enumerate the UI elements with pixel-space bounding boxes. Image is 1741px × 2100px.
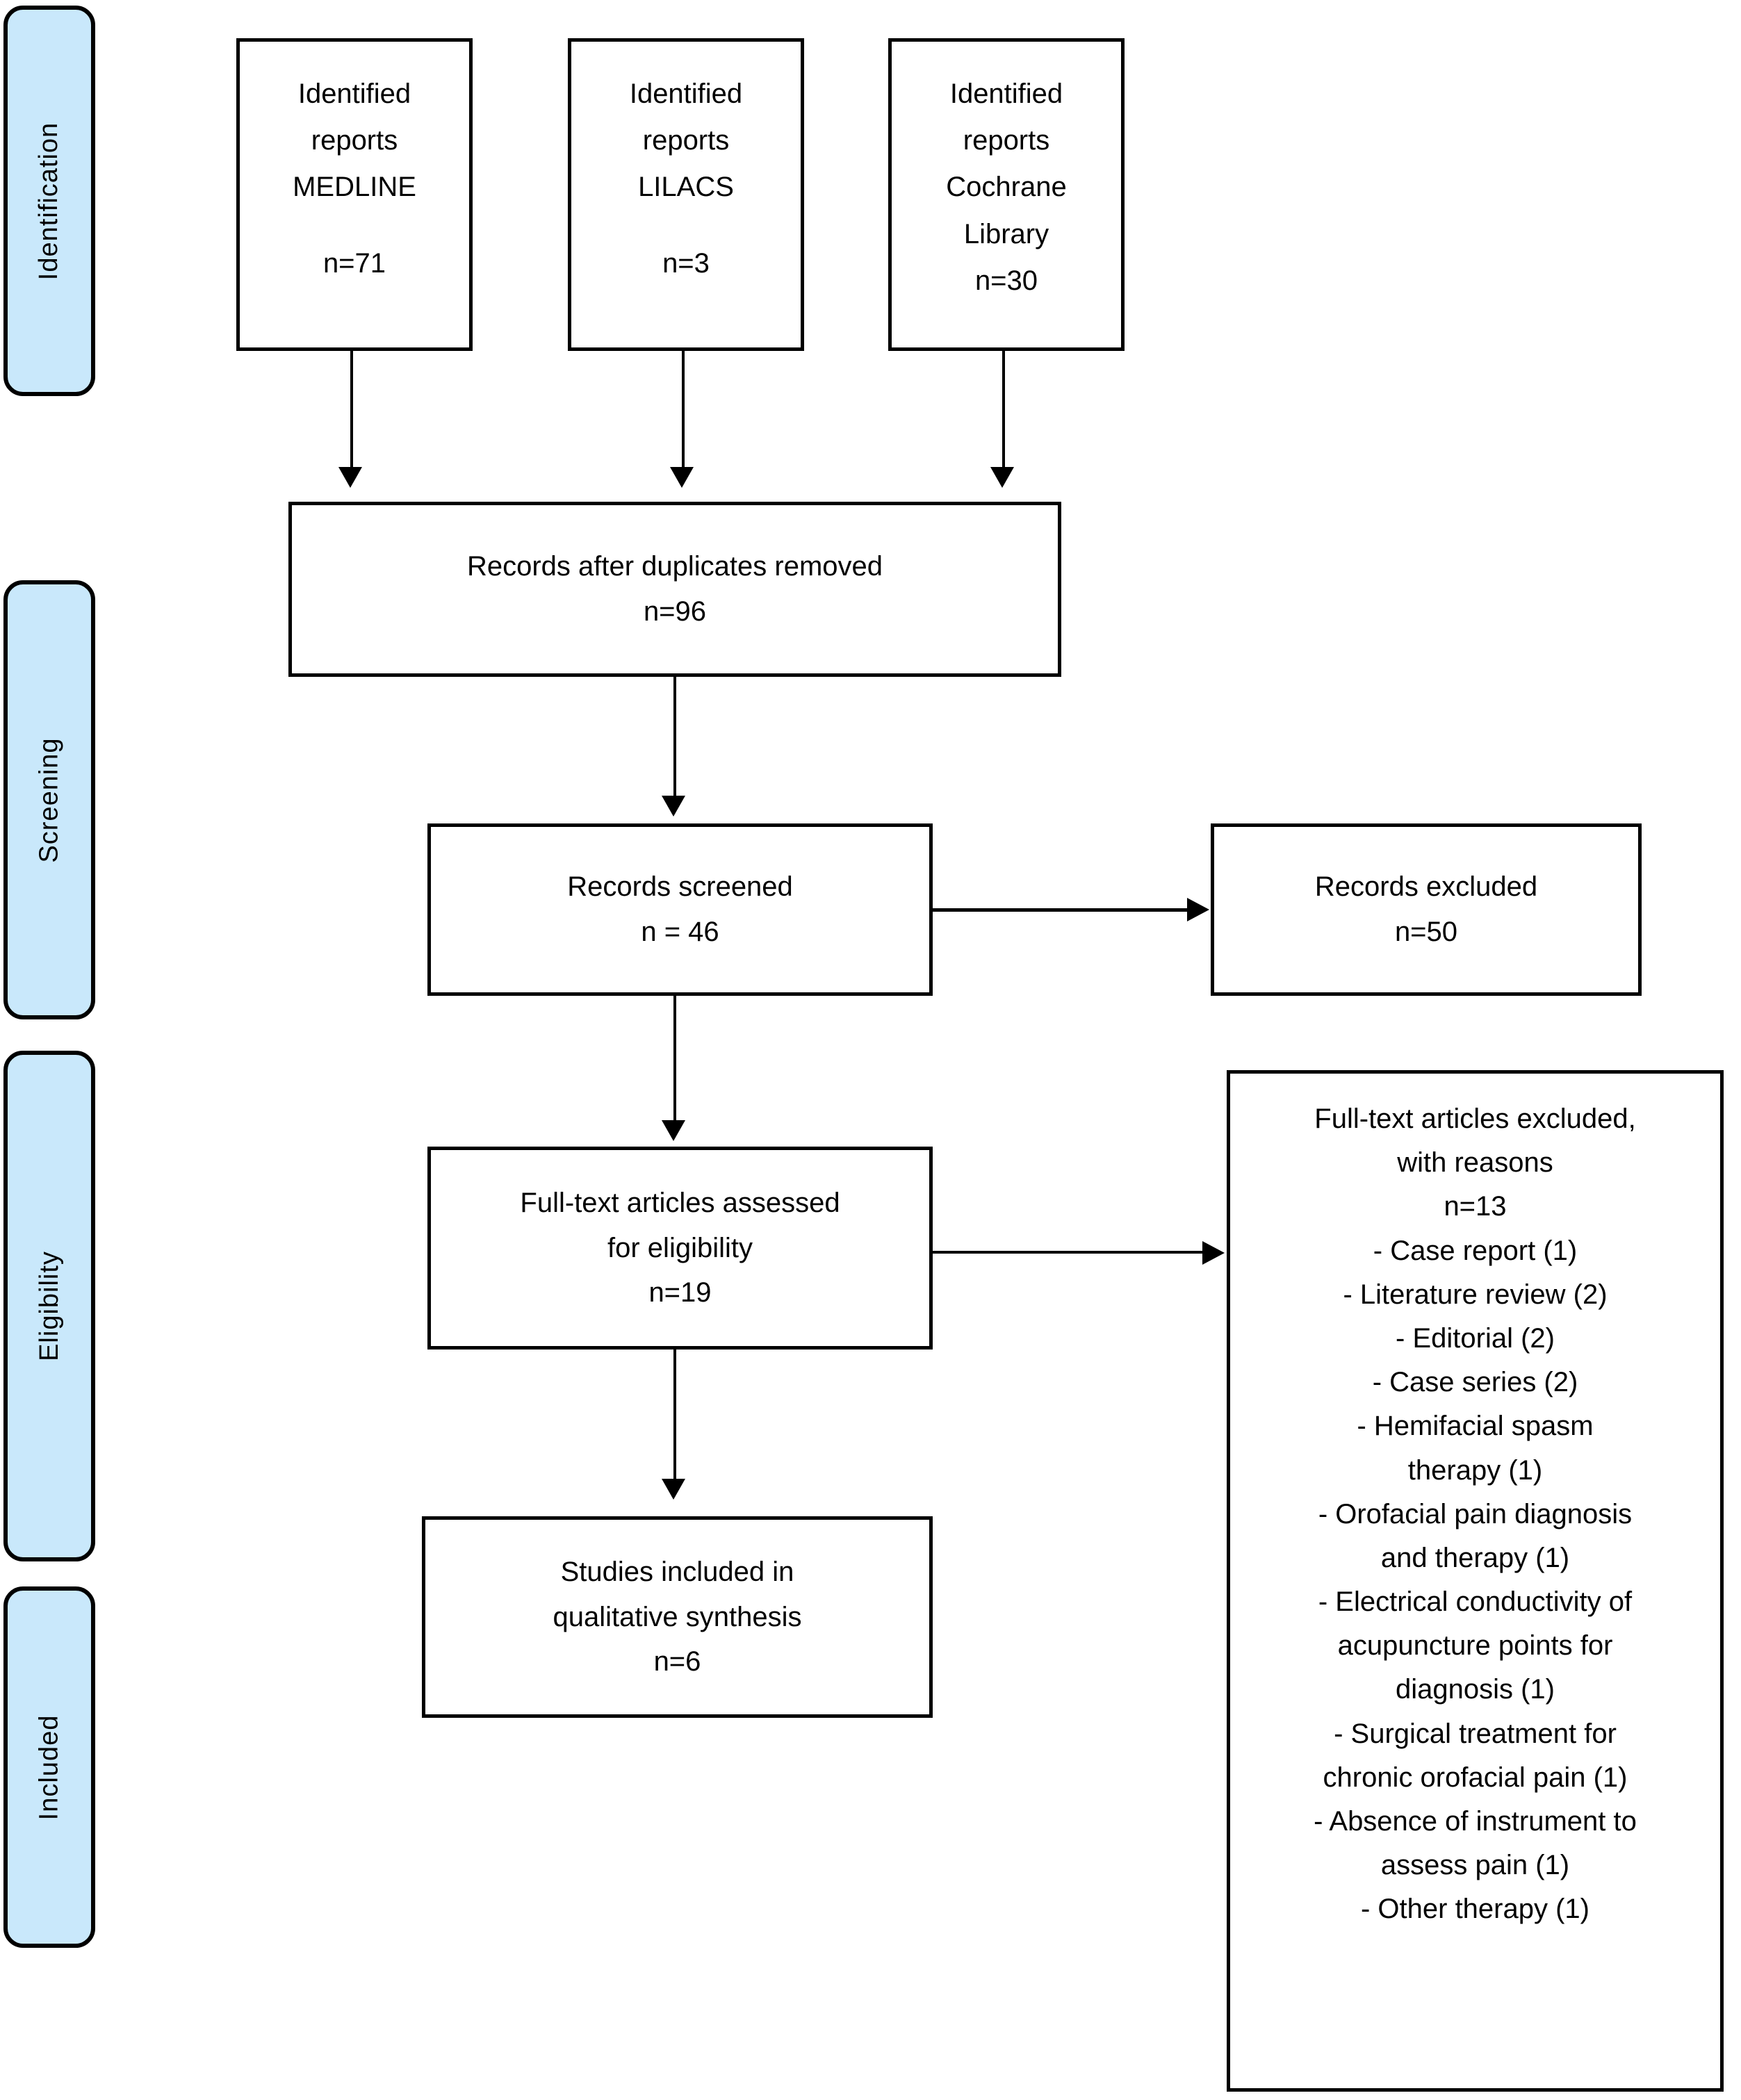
source-lilacs-line2: reports <box>642 125 730 156</box>
arrow-duplicates-to-screened <box>662 796 685 817</box>
records-excluded-title: Records excluded <box>1314 871 1538 903</box>
connector-assessed-to-excluded-reasons <box>933 1251 1204 1254</box>
fulltext-assessed-line2: for eligibility <box>607 1232 753 1263</box>
connector-assessed-to-included <box>673 1350 676 1482</box>
box-studies-included: Studies included in qualitative synthesi… <box>422 1516 933 1718</box>
source-cochrane-line1: Identified <box>949 79 1063 109</box>
source-medline-count: n=71 <box>322 247 386 279</box>
box-fulltext-assessed: Full-text articles assessed for eligibil… <box>427 1147 933 1350</box>
source-lilacs-count: n=3 <box>662 247 710 279</box>
source-box-lilacs: Identified reports LILACS n=3 <box>568 38 804 351</box>
exclusion-reason-item: diagnosis (1) <box>1395 1674 1555 1705</box>
arrow-assessed-to-excluded-reasons <box>1202 1241 1225 1265</box>
connector-lilacs-down <box>682 351 685 473</box>
exclusion-reason-item: - Case report (1) <box>1373 1235 1578 1266</box>
source-medline-line2: reports <box>311 125 398 156</box>
phase-pill-screening: Screening <box>3 580 95 1019</box>
box-fulltext-excluded-with-reasons: Full-text articles excluded, with reason… <box>1227 1070 1724 2092</box>
records-screened-count: n = 46 <box>641 917 719 947</box>
source-cochrane-line3: Cochrane <box>946 172 1067 203</box>
exclusion-reason-item: assess pain (1) <box>1380 1850 1570 1881</box>
source-lilacs-line1: Identified <box>629 79 743 109</box>
fulltext-assessed-line1: Full-text articles assessed <box>520 1187 840 1218</box>
phase-label-screening: Screening <box>34 737 64 863</box>
connector-screened-to-fulltext <box>673 996 676 1124</box>
studies-included-count: n=6 <box>653 1646 701 1677</box>
source-medline-line3: MEDLINE <box>293 172 416 203</box>
arrow-screened-to-excluded <box>1187 898 1209 921</box>
arrow-lilacs-down <box>670 467 694 488</box>
records-screened-title: Records screened <box>567 871 793 903</box>
box-records-after-duplicates: Records after duplicates removed n=96 <box>288 502 1061 677</box>
records-after-duplicates-count: n=96 <box>643 596 707 627</box>
fulltext-assessed-count: n=19 <box>648 1277 712 1309</box>
exclusion-reason-item: - Editorial (2) <box>1396 1322 1555 1354</box>
exclusion-reason-item: and therapy (1) <box>1380 1542 1570 1573</box>
connector-screened-to-excluded <box>933 908 1188 912</box>
connector-cochrane-down <box>1002 351 1005 473</box>
box-records-excluded: Records excluded n=50 <box>1211 823 1642 996</box>
source-cochrane-line2: reports <box>963 125 1050 156</box>
exclusion-reason-item: - Other therapy (1) <box>1360 1894 1589 1925</box>
phase-pill-identification: Identification <box>3 6 95 396</box>
phase-label-included: Included <box>34 1714 64 1820</box>
exclusion-reason-item: chronic orofacial pain (1) <box>1323 1762 1628 1793</box>
records-excluded-count: n=50 <box>1394 917 1458 947</box>
exclusion-reason-item: - Absence of instrument to <box>1314 1806 1637 1837</box>
fulltext-excluded-line2: with reasons <box>1397 1147 1553 1179</box>
exclusion-reason-item: - Surgical treatment for <box>1334 1718 1617 1749</box>
connector-duplicates-to-screened <box>673 677 676 801</box>
arrow-screened-to-fulltext <box>662 1120 685 1141</box>
connector-medline-down <box>350 351 353 473</box>
source-box-cochrane: Identified reports Cochrane Library n=30 <box>888 38 1125 351</box>
arrow-assessed-to-included <box>662 1479 685 1500</box>
studies-included-line2: qualitative synthesis <box>553 1601 802 1632</box>
phase-label-eligibility: Eligibility <box>34 1251 64 1361</box>
fulltext-excluded-count: n=13 <box>1444 1191 1507 1222</box>
phase-pill-eligibility: Eligibility <box>3 1051 95 1561</box>
exclusion-reason-item: acupuncture points for <box>1337 1630 1613 1662</box>
source-medline-line1: Identified <box>297 79 411 109</box>
source-box-medline: Identified reports MEDLINE n=71 <box>236 38 473 351</box>
phase-label-identification: Identification <box>34 122 64 280</box>
studies-included-line1: Studies included in <box>560 1556 794 1587</box>
arrow-medline-down <box>338 467 362 488</box>
exclusion-reason-item: - Orofacial pain diagnosis <box>1318 1498 1633 1529</box>
fulltext-excluded-line1: Full-text articles excluded, <box>1314 1104 1636 1134</box>
box-records-screened: Records screened n = 46 <box>427 823 933 996</box>
phase-pill-included: Included <box>3 1586 95 1948</box>
source-cochrane-count: n=30 <box>974 265 1038 296</box>
exclusion-reason-item: therapy (1) <box>1407 1454 1543 1486</box>
exclusion-reason-item: - Hemifacial spasm <box>1357 1411 1594 1442</box>
arrow-cochrane-down <box>990 467 1014 488</box>
exclusion-reason-item: - Literature review (2) <box>1343 1279 1608 1310</box>
exclusion-reason-item: - Electrical conductivity of <box>1318 1586 1633 1618</box>
records-after-duplicates-title: Records after duplicates removed <box>466 551 883 582</box>
source-lilacs-line3: LILACS <box>638 172 734 203</box>
exclusion-reason-item: - Case series (2) <box>1372 1367 1578 1398</box>
source-cochrane-line4: Library <box>963 218 1049 249</box>
